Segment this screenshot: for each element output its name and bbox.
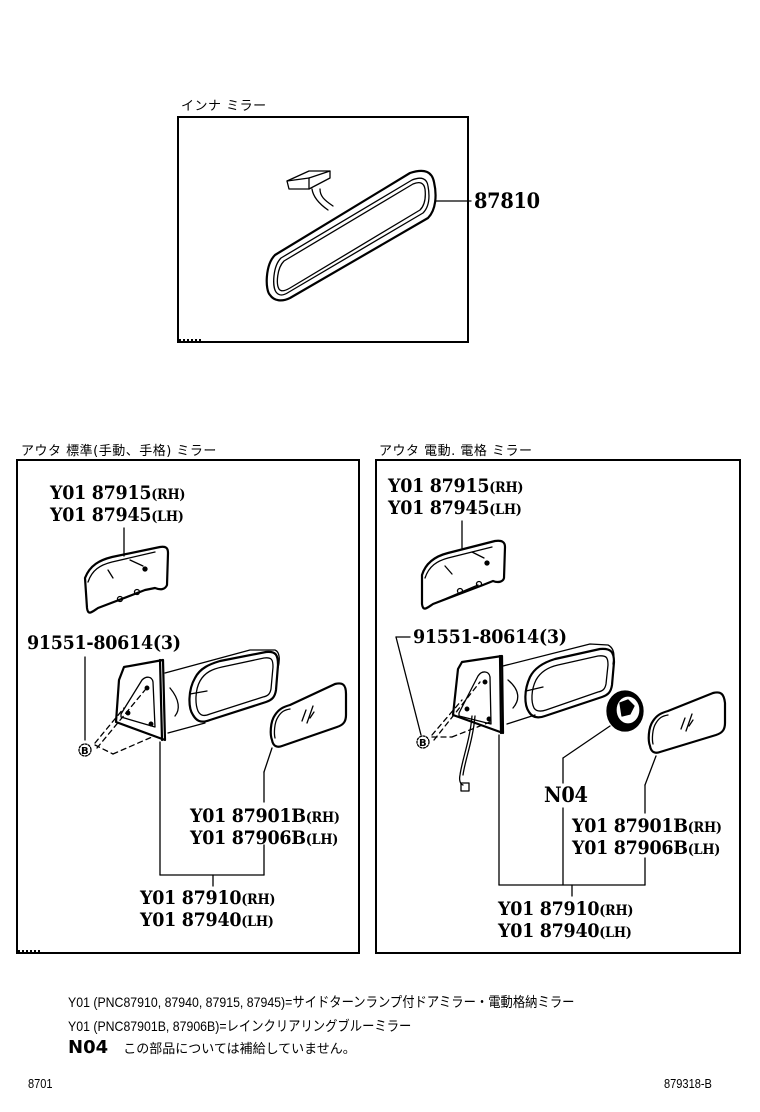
note-n04-text: この部品については補給していません。	[123, 1042, 356, 1057]
corner-dots	[179, 339, 201, 341]
assy-lh-part[interactable]: Y01 87940(LH)	[498, 920, 632, 942]
outer-standard-title: アウタ 標準(手動、手格) ミラー	[21, 444, 217, 459]
ref-mark-b: B	[81, 746, 89, 757]
note-n04: N04 この部品については補給していません。	[68, 1037, 356, 1058]
inner-mirror-panel	[177, 116, 469, 343]
note-pnc-rain-clearing: Y01 (PNC87901B, 87906B)=レインクリアリングブルーミラー	[68, 1018, 412, 1034]
screw-part[interactable]: 91551-80614(3)	[413, 626, 567, 648]
glass-lh-part[interactable]: Y01 87906B(LH)	[190, 827, 339, 849]
part-number-87810[interactable]: 87810	[474, 188, 540, 213]
ref-mark-b: B	[419, 738, 427, 749]
cover-rh-part[interactable]: Y01 87915(RH)	[388, 475, 524, 497]
glass-rh-part[interactable]: Y01 87901B(RH)	[190, 805, 340, 827]
glass-rh-part[interactable]: Y01 87901B(RH)	[572, 815, 722, 837]
glass-lh-part[interactable]: Y01 87906B(LH)	[572, 837, 721, 859]
assy-rh-part[interactable]: Y01 87910(RH)	[140, 887, 276, 909]
assy-rh-part[interactable]: Y01 87910(RH)	[498, 898, 634, 920]
screw-part[interactable]: 91551-80614(3)	[27, 632, 181, 654]
outer-standard-panel	[16, 459, 360, 954]
actuator-n04[interactable]: N04	[544, 782, 588, 807]
cover-lh-part[interactable]: Y01 87945(LH)	[50, 504, 184, 526]
footer-section-code: 8701	[28, 1076, 53, 1091]
note-n04-code: N04	[68, 1037, 109, 1058]
note-pnc-turn-lamp: Y01 (PNC87910, 87940, 87915, 87945)=サイドタ…	[68, 994, 575, 1010]
assy-lh-part[interactable]: Y01 87940(LH)	[140, 909, 274, 931]
inner-mirror-title: インナ ミラー	[181, 99, 267, 114]
outer-electric-title: アウタ 電動. 電格 ミラー	[379, 444, 533, 459]
footer-figure-id: 879318-B	[664, 1076, 712, 1091]
cover-lh-part[interactable]: Y01 87945(LH)	[388, 497, 522, 519]
cover-rh-part[interactable]: Y01 87915(RH)	[50, 482, 186, 504]
corner-dots	[18, 950, 40, 952]
